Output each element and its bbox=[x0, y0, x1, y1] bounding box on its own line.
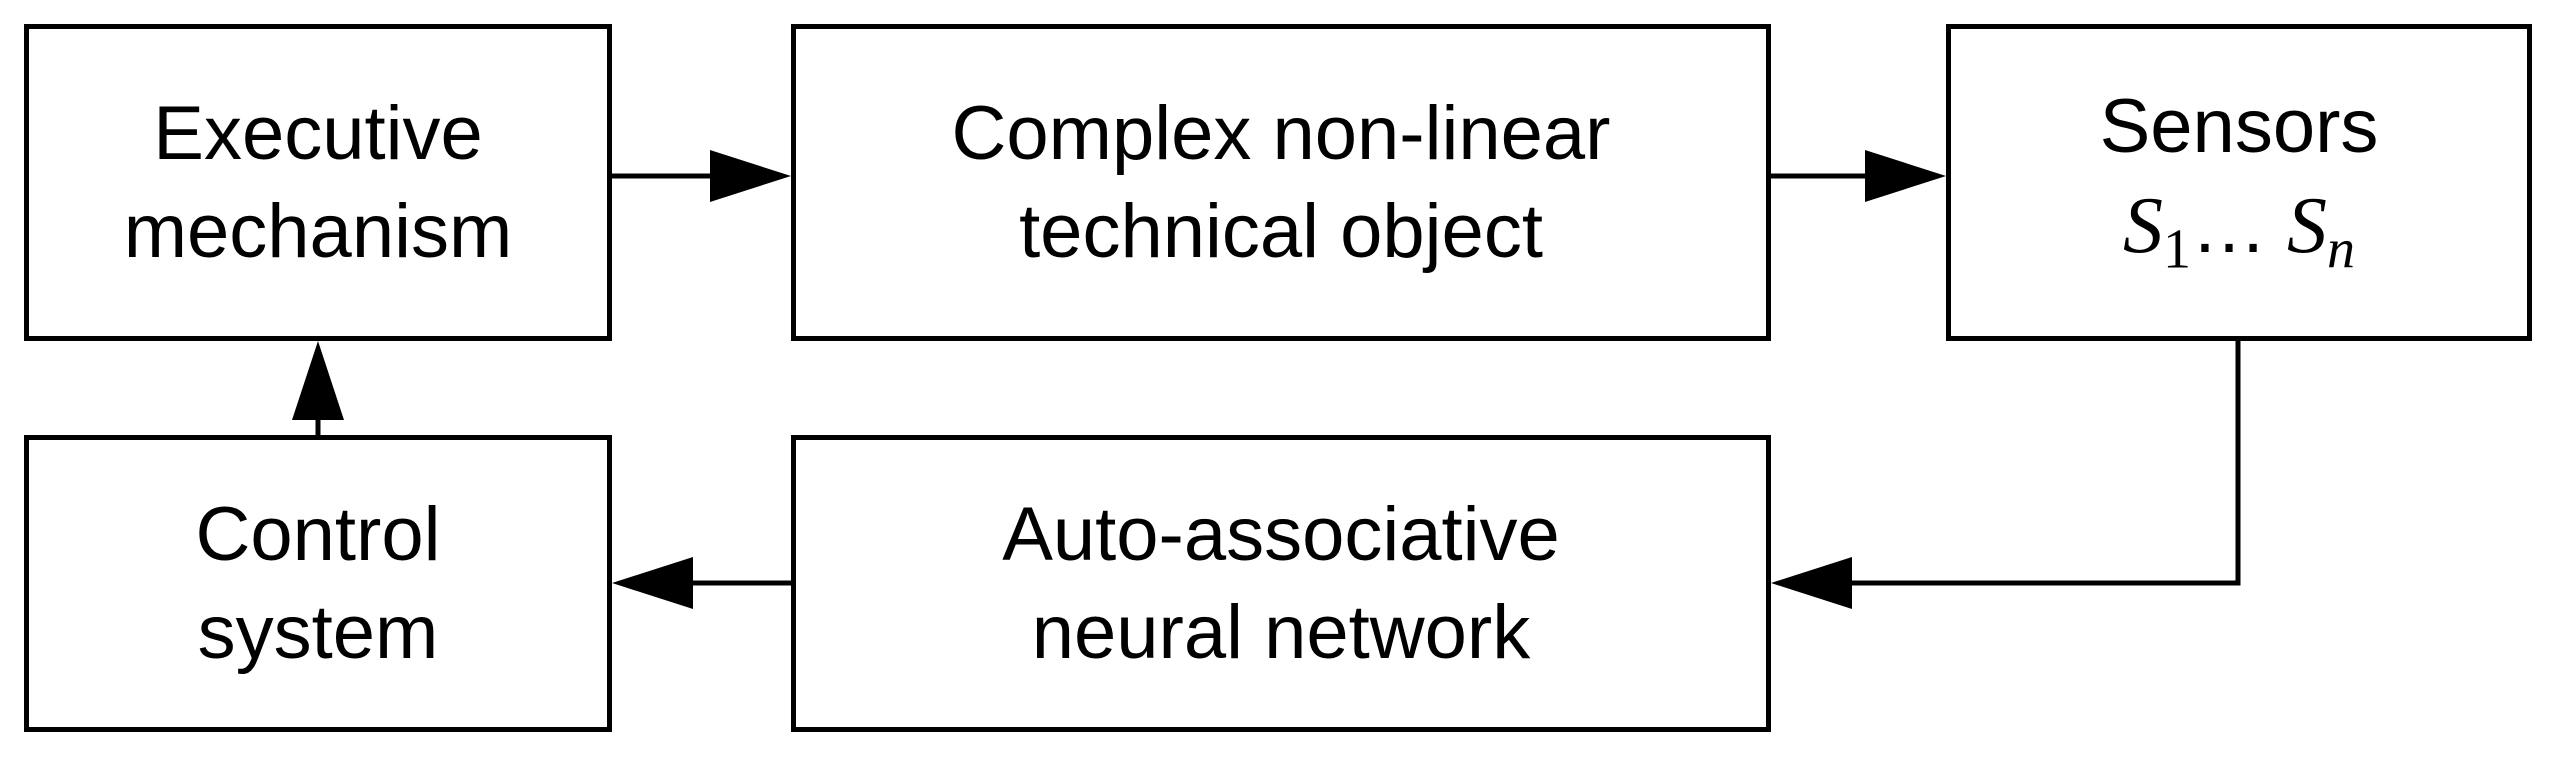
sensor-ellipsis: … bbox=[2191, 184, 2267, 270]
executive-label-line2: mechanism bbox=[123, 188, 513, 274]
sensors-label: Sensors bbox=[2099, 84, 2379, 170]
executive-label-line1: Executive bbox=[153, 91, 483, 177]
executive-mechanism-block: Executive mechanism bbox=[24, 24, 612, 341]
technical-object-block: Complex non-linear technical object bbox=[791, 24, 1771, 341]
sensor-first-index: 1 bbox=[2163, 219, 2191, 282]
arrow-object-to-sensors-head bbox=[1865, 150, 1946, 202]
sensors-block: Sensors S1… Sn bbox=[1946, 24, 2532, 341]
arrow-sensors-to-network-head bbox=[1771, 557, 1852, 609]
control-system-block: Control system bbox=[24, 435, 612, 732]
arrow-control-to-executive-head bbox=[292, 341, 344, 420]
arrow-network-to-control-head bbox=[612, 557, 693, 609]
arrow-executive-to-object-head bbox=[710, 150, 791, 202]
object-label-line2: technical object bbox=[1019, 188, 1543, 274]
sensors-formula: S1… Sn bbox=[2123, 175, 2355, 286]
arrow-sensors-to-network-shaft bbox=[1850, 341, 2241, 586]
object-label-line1: Complex non-linear bbox=[951, 91, 1611, 177]
control-label-line2: system bbox=[197, 589, 439, 675]
network-label-line1: Auto-associative bbox=[1002, 492, 1560, 578]
sensor-last-index: n bbox=[2327, 219, 2355, 282]
sensor-last-symbol: S bbox=[2287, 182, 2327, 271]
network-label-line2: neural network bbox=[1031, 589, 1531, 675]
neural-network-block: Auto-associative neural network bbox=[791, 435, 1771, 732]
sensor-first-symbol: S bbox=[2123, 182, 2163, 271]
control-label-line1: Control bbox=[195, 492, 441, 578]
